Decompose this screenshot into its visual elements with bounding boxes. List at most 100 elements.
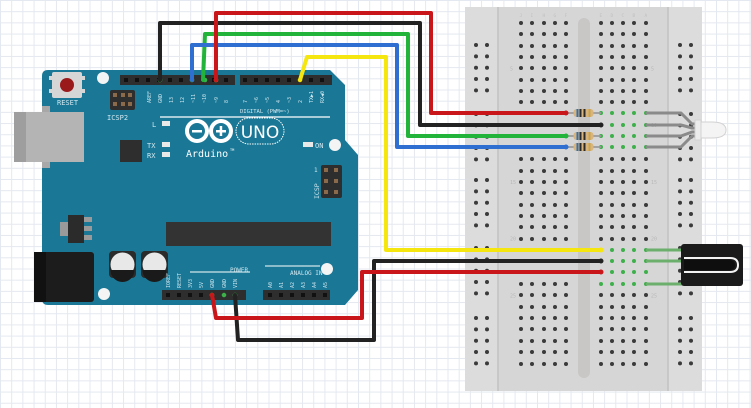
- breadboard-hole: [519, 339, 523, 343]
- breadboard-hole: [530, 89, 534, 93]
- breadboard-hole: [542, 66, 546, 70]
- breadboard-hole: [530, 180, 534, 184]
- rail-hole: [689, 212, 693, 217]
- breadboard-hole: [519, 32, 523, 36]
- rail-hole: [678, 338, 682, 343]
- breadboard-hole: [542, 305, 546, 309]
- breadboard-hole: [644, 327, 648, 331]
- breadboard-hole: [621, 305, 625, 309]
- header-pin: [199, 293, 203, 297]
- breadboard-hole: [553, 89, 557, 93]
- breadboard-hole: [599, 44, 603, 48]
- breadboard-hole: [621, 180, 625, 184]
- brand-text: Arduino: [186, 149, 228, 160]
- breadboard-hole: [610, 293, 614, 297]
- header-pin: [254, 78, 258, 82]
- breadboard-hole: [519, 327, 523, 331]
- digital-pin-label: GND: [158, 94, 164, 103]
- breadboard-hole: [553, 293, 557, 297]
- rail-hole: [485, 361, 489, 366]
- breadboard-hole-active: [632, 248, 636, 252]
- header-pin: [188, 293, 192, 297]
- rail-hole: [689, 223, 693, 228]
- digital-header-right: [240, 75, 332, 85]
- breadboard-hole: [564, 203, 568, 207]
- breadboard-hole: [610, 169, 614, 173]
- rail-hole: [689, 77, 693, 82]
- rail-hole: [474, 223, 478, 228]
- breadboard-hole: [599, 100, 603, 104]
- rail-hole: [689, 112, 693, 116]
- breadboard-hole: [644, 203, 648, 207]
- breadboard-hole: [632, 225, 636, 229]
- wires: [158, 11, 604, 342]
- rail-hole: [485, 189, 489, 194]
- rail-hole: [474, 43, 478, 47]
- breadboard-hole: [564, 316, 568, 320]
- breadboard-hole: [621, 339, 625, 343]
- breadboard-hole: [610, 89, 614, 93]
- regulator-tab: [60, 222, 68, 236]
- breadboard-hole: [644, 339, 648, 343]
- breadboard-hole-active: [632, 145, 636, 149]
- power-header-label: POWER: [230, 267, 248, 274]
- breadboard-hole: [632, 327, 636, 331]
- led-rx: [162, 152, 170, 157]
- breadboard-hole: [519, 55, 523, 59]
- resistor-band: [576, 143, 579, 151]
- breadboard-hole: [542, 316, 546, 320]
- breadboard-hole: [530, 225, 534, 229]
- breadboard-hole: [644, 32, 648, 36]
- breadboard-hole: [564, 293, 568, 297]
- analog-pin-label: A0: [268, 282, 274, 288]
- power-pin-label: 3V3: [188, 279, 194, 288]
- digital-pin-label: 7: [243, 100, 249, 103]
- rail-hole: [485, 178, 489, 182]
- mount-hole: [329, 139, 341, 151]
- power-pin-label: IOREF: [166, 273, 172, 288]
- breadboard-hole: [564, 78, 568, 82]
- breadboard-hole: [530, 157, 534, 161]
- breadboard-hole: [553, 214, 557, 218]
- breadboard-hole: [519, 350, 523, 354]
- rail-hole: [678, 178, 682, 182]
- breadboard-hole: [519, 89, 523, 93]
- rail-hole: [689, 316, 693, 320]
- power-pin-label: 5V: [199, 282, 205, 288]
- breadboard-hole: [519, 21, 523, 25]
- rail-hole: [485, 43, 489, 47]
- header-pin: [287, 78, 291, 82]
- breadboard-hole: [564, 44, 568, 48]
- breadboard-hole: [530, 169, 534, 173]
- digital-pin-label: 8: [224, 100, 230, 103]
- breadboard-hole: [644, 89, 648, 93]
- led-on: [303, 142, 313, 147]
- breadboard-hole: [621, 203, 625, 207]
- breadboard-hole-active: [621, 270, 625, 274]
- breadboard-hole: [564, 191, 568, 195]
- breadboard-hole: [553, 316, 557, 320]
- usb-port-edge: [14, 112, 26, 162]
- breadboard-hole: [599, 157, 603, 161]
- mount-hole: [97, 72, 109, 84]
- breadboard-hole: [599, 203, 603, 207]
- breadboard-hole: [599, 362, 603, 366]
- breadboard-hole: [610, 55, 614, 59]
- breadboard-hole-active: [610, 259, 614, 263]
- breadboard-hole: [519, 282, 523, 286]
- breadboard-hole: [632, 100, 636, 104]
- breadboard-hole: [530, 237, 534, 241]
- breadboard-hole: [610, 214, 614, 218]
- breadboard-hole: [564, 21, 568, 25]
- breadboard-hole: [610, 44, 614, 48]
- breadboard-hole: [644, 55, 648, 59]
- led-l-label: L: [152, 121, 156, 129]
- column-label: F: [565, 13, 568, 19]
- capacitor: [141, 251, 168, 282]
- power-pin-label: GND: [222, 279, 228, 288]
- rail-hole: [474, 280, 478, 285]
- resistor-band: [583, 132, 586, 140]
- icsp-pins: [324, 168, 338, 194]
